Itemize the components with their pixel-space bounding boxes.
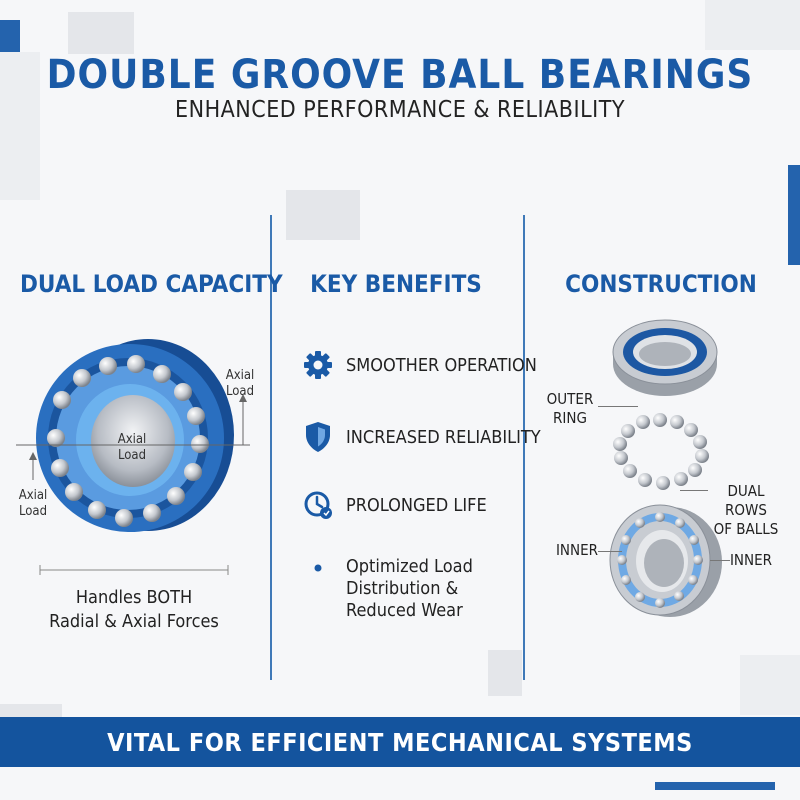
ball bbox=[167, 487, 185, 505]
ball bbox=[174, 383, 192, 401]
footer-banner: VITAL FOR EFFICIENT MECHANICAL SYSTEMS bbox=[0, 717, 800, 767]
axial-load-label-right: Axial Load bbox=[225, 368, 255, 399]
page-title: DOUBLE GROOVE BALL BEARINGS bbox=[46, 52, 754, 98]
benefit-item: PROLONGED LIFE bbox=[300, 490, 487, 520]
decor-square bbox=[0, 20, 20, 60]
axial-load-label-center: Axial Load bbox=[117, 432, 147, 463]
construction-heading: CONSTRUCTION bbox=[565, 270, 757, 298]
ball bbox=[184, 463, 202, 481]
outer-ring-label: OUTER RING bbox=[546, 390, 594, 427]
decor-square bbox=[0, 52, 40, 200]
arrow-head-icon bbox=[29, 452, 37, 460]
inner-bore bbox=[91, 395, 175, 487]
inner-label-right: INNER bbox=[729, 551, 773, 569]
inner-label-left: INNER bbox=[555, 541, 599, 559]
ball bbox=[127, 355, 145, 373]
decor-square bbox=[0, 704, 62, 718]
benefit-item: Optimized Load Distribution & Reduced We… bbox=[300, 556, 496, 622]
decor-square bbox=[788, 165, 800, 265]
decor-square bbox=[655, 782, 775, 790]
dual-load-heading: DUAL LOAD CAPACITY bbox=[20, 270, 283, 298]
ball bbox=[191, 435, 209, 453]
benefit-text: Optimized Load Distribution & Reduced We… bbox=[346, 556, 473, 621]
benefit-item: SMOOTHER OPERATION bbox=[300, 350, 537, 380]
ball bbox=[65, 483, 83, 501]
dual-rows-label: DUAL ROWS OF BALLS bbox=[713, 482, 779, 538]
load-caption: Handles BOTH Radial & Axial Forces bbox=[49, 587, 219, 632]
leader-line bbox=[598, 406, 638, 407]
column-divider bbox=[523, 215, 525, 680]
leader-line bbox=[598, 551, 622, 552]
ball bbox=[153, 365, 171, 383]
benefit-text: SMOOTHER OPERATION bbox=[346, 354, 537, 376]
ball bbox=[73, 369, 91, 387]
ball bbox=[88, 501, 106, 519]
page-subtitle: ENHANCED PERFORMANCE & RELIABILITY bbox=[175, 97, 625, 123]
leader-line bbox=[710, 560, 730, 561]
ball bbox=[99, 357, 117, 375]
outer-ring-illustration bbox=[612, 319, 718, 396]
dot-icon bbox=[300, 556, 336, 573]
ball bbox=[187, 407, 205, 425]
ball-ring-illustration bbox=[613, 413, 709, 490]
inner-bearing-illustration bbox=[609, 504, 722, 617]
decor-square bbox=[488, 650, 522, 696]
decor-square bbox=[68, 12, 134, 54]
ball bbox=[115, 509, 133, 527]
benefit-text: INCREASED RELIABILITY bbox=[346, 426, 541, 448]
arrow-head-icon bbox=[239, 394, 247, 402]
decor-square bbox=[740, 655, 800, 715]
ball bbox=[53, 391, 71, 409]
gear-icon bbox=[300, 350, 336, 380]
leader-line bbox=[680, 490, 708, 491]
benefit-item: INCREASED RELIABILITY bbox=[300, 421, 541, 453]
benefit-text: PROLONGED LIFE bbox=[346, 494, 487, 516]
bearing-illustration bbox=[16, 339, 250, 575]
ball bbox=[51, 459, 69, 477]
axial-load-label-left: Axial Load bbox=[18, 488, 48, 519]
shield-icon bbox=[300, 421, 336, 453]
clock-icon bbox=[300, 490, 336, 520]
ball bbox=[47, 429, 65, 447]
decor-square bbox=[286, 190, 360, 240]
key-benefits-heading: KEY BENEFITS bbox=[310, 270, 482, 298]
column-divider bbox=[270, 215, 272, 680]
ball-row bbox=[47, 355, 209, 527]
decor-square bbox=[705, 0, 800, 50]
ball bbox=[143, 504, 161, 522]
